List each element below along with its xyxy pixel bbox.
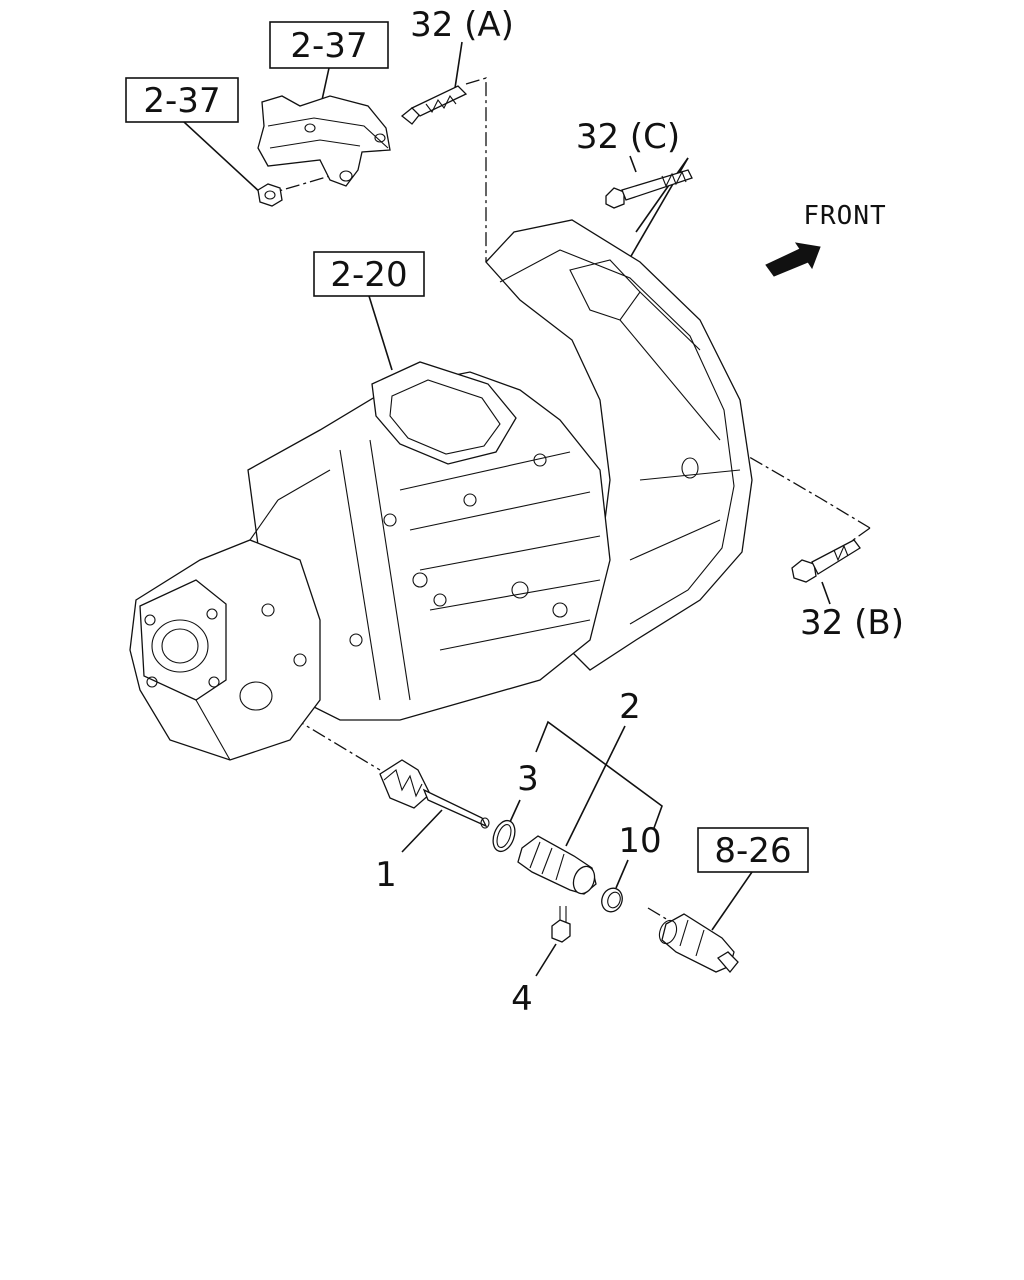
ref-box-2-20-label: 2-20: [330, 255, 407, 295]
transmission-housing: [129, 219, 753, 761]
nut: [257, 183, 283, 207]
seal: [601, 887, 623, 913]
ref-box-2-20: 2-20: [313, 251, 425, 297]
callout-1: 1: [375, 855, 397, 895]
callout-32a: 32 (A): [410, 5, 514, 45]
bolt-32b: [791, 539, 861, 583]
mount-bracket: [257, 95, 391, 187]
ref-box-2-37-lower: 2-37: [125, 77, 239, 123]
bolt-32c: [605, 169, 693, 209]
screw: [551, 906, 571, 943]
ref-box-2-37-upper: 2-37: [269, 21, 389, 69]
callout-32c: 32 (C): [576, 117, 680, 157]
callout-32b: 32 (B): [800, 603, 904, 643]
sleeve: [517, 835, 597, 895]
callout-2: 2: [619, 687, 641, 727]
front-label: FRONT: [803, 201, 886, 231]
ref-box-2-37-lower-label: 2-37: [143, 81, 220, 121]
callout-4: 4: [511, 979, 533, 1019]
speedometer-shaft: [379, 759, 490, 829]
o-ring: [492, 819, 516, 853]
ref-box-2-37-upper-label: 2-37: [290, 26, 367, 66]
speed-sensor: [658, 913, 739, 974]
ref-box-8-26-label: 8-26: [714, 831, 791, 871]
front-arrow-icon: [765, 242, 821, 277]
bolt-32a: [400, 85, 468, 125]
callout-3: 3: [517, 759, 539, 799]
ref-box-8-26: 8-26: [697, 827, 809, 873]
